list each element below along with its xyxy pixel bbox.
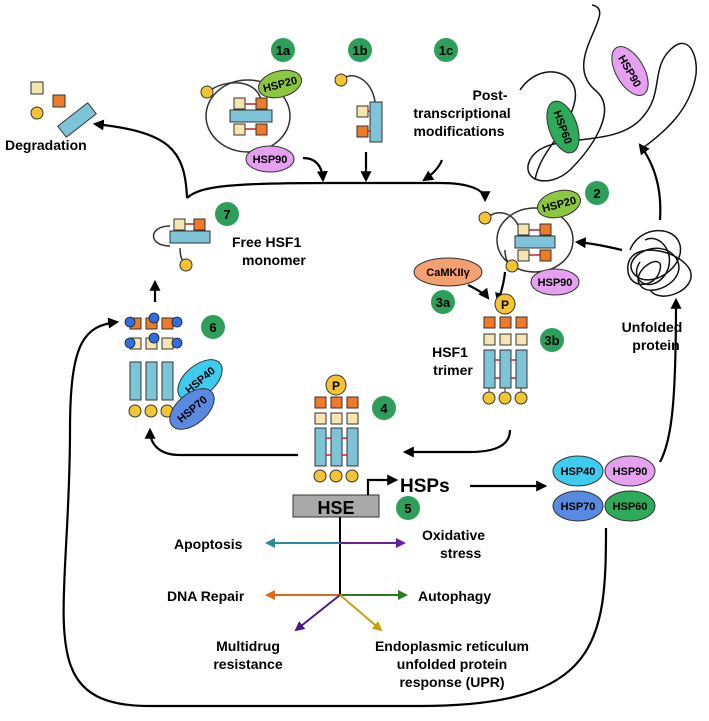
outcome-er-line2: unfolded protein xyxy=(397,656,507,672)
outcome-autophagy: Autophagy xyxy=(418,588,491,604)
arrow-multidrug xyxy=(294,594,341,632)
step-badge-6: 6 xyxy=(201,315,225,339)
hsps-label: HSPs xyxy=(400,476,450,497)
outcome-oxidative-line2: stress xyxy=(440,545,481,561)
hsp70-chaperone-6: HSP70 xyxy=(169,388,215,430)
step-5-label: 5 xyxy=(404,501,411,516)
camk2-kinase: CaMKIIγ xyxy=(413,257,483,287)
unfolded-protein-tangle xyxy=(627,229,692,297)
step-1a-label: 1a xyxy=(276,43,291,58)
arrow-1a xyxy=(302,156,328,183)
camk2-label: CaMKIIγ xyxy=(426,267,470,279)
arrow-to-degradation xyxy=(92,119,189,199)
hse-label: HSE xyxy=(317,498,354,518)
hsp90-chaperone-1a: HSP90 xyxy=(245,145,295,173)
outcome-dna-repair: DNA Repair xyxy=(167,588,245,604)
hsf1-trimer-dna-bound: P xyxy=(313,374,359,483)
hsp20-chaperone-2: HSP20 xyxy=(536,189,582,219)
hsf1-trimer-line2: trimer xyxy=(433,362,473,378)
arrow-dna-to-hsp70 xyxy=(144,427,298,457)
arrow-1c xyxy=(422,159,444,182)
hsp60-chaperone-top: HSP60 xyxy=(546,100,580,154)
arrow-camk-to-trimer xyxy=(467,284,490,300)
step-badge-3b: 3b xyxy=(540,328,564,352)
phospho-label-4: P xyxy=(332,379,340,393)
hsp90-chaperone-2: HSP90 xyxy=(530,268,580,296)
hsp90-label-cluster: HSP90 xyxy=(613,466,648,478)
hsp20-chaperone-1a: HSP20 xyxy=(257,69,303,99)
arrow-er-upr xyxy=(339,594,383,632)
hsp60-chaperone-cluster: HSP60 xyxy=(604,490,656,522)
step-2-label: 2 xyxy=(593,186,600,201)
arrow-unfolded-to-chaperones xyxy=(638,143,662,221)
hsp90-label-2: HSP90 xyxy=(538,277,573,289)
step-4-label: 4 xyxy=(380,401,388,416)
arrow-trimer-to-dna xyxy=(402,429,512,458)
hsp40-chaperone-cluster: HSP40 xyxy=(552,455,604,487)
misfolded-protein-strands xyxy=(519,4,697,182)
hsf1-monomer-1a xyxy=(200,79,291,153)
step-badge-5: 5 xyxy=(396,496,420,520)
free-hsf1-monomer xyxy=(152,218,211,272)
phospho-label-3b: P xyxy=(501,298,509,312)
step-3a-label: 3a xyxy=(436,295,451,310)
outcome-multidrug-line2: resistance xyxy=(213,656,282,672)
step-1c-label: 1c xyxy=(439,43,453,58)
step-badge-1c: 1c xyxy=(434,38,458,62)
step-badge-2: 2 xyxy=(585,181,609,205)
unfolded-protein-line2: protein xyxy=(632,337,679,353)
arrow-monomer-to-complex xyxy=(186,181,491,203)
step-badge-7: 7 xyxy=(215,202,239,226)
step-badge-3a: 3a xyxy=(431,290,455,314)
step-badge-1b: 1b xyxy=(348,38,372,62)
unfolded-protein-line1: Unfolded xyxy=(622,319,683,335)
outcome-oxidative-line1: Oxidative xyxy=(422,527,485,543)
hsf1-trimer-3b: P xyxy=(482,293,528,405)
arrow-hse-to-hsps xyxy=(366,474,399,495)
hsp70-chaperone-cluster: HSP70 xyxy=(552,490,604,522)
hsp90-chaperone-cluster: HSP90 xyxy=(604,455,656,487)
outcome-apoptosis: Apoptosis xyxy=(174,536,243,552)
hsf1-trimer-line1: HSF1 xyxy=(432,344,468,360)
post-transcriptional-line2: transcriptional xyxy=(413,105,510,121)
step-1b-label: 1b xyxy=(352,43,367,58)
free-hsf1-line1: Free HSF1 xyxy=(232,234,301,250)
degradation-label: Degradation xyxy=(5,137,87,153)
hsf1-trimer-acetylated xyxy=(124,312,183,418)
outcome-er-line1: Endoplasmic reticulum xyxy=(375,638,529,654)
outcome-er-line3: response (UPR) xyxy=(399,674,504,690)
arrow-chaperones-to-unfolded xyxy=(659,297,682,463)
arrow-feedback-loop xyxy=(62,317,608,708)
outcome-multidrug-line1: Multidrug xyxy=(216,638,280,654)
step-6-label: 6 xyxy=(209,320,216,335)
step-badge-1a: 1a xyxy=(271,38,295,62)
free-hsf1-line2: monomer xyxy=(242,252,306,268)
hsf1-monomer-1b xyxy=(334,73,383,143)
hsp90-chaperone-top: HSP90 xyxy=(611,46,649,96)
hsp60-label-cluster: HSP60 xyxy=(613,501,648,513)
post-transcriptional-line3: modifications xyxy=(413,123,504,139)
hsp70-label-cluster: HSP70 xyxy=(561,501,596,513)
hsf1-chaperone-complex-2 xyxy=(478,207,574,273)
step-7-label: 7 xyxy=(223,207,230,222)
arrow-unfolded-to-complex xyxy=(574,237,623,252)
hsp40-label-cluster: HSP40 xyxy=(561,466,596,478)
degradation-fragments xyxy=(30,81,97,138)
step-3b-label: 3b xyxy=(544,333,559,348)
hse-element: HSE xyxy=(292,494,380,518)
step-badge-4: 4 xyxy=(372,396,396,420)
post-transcriptional-line1: Post- xyxy=(473,87,508,103)
hsp90-label-1a: HSP90 xyxy=(253,154,288,166)
